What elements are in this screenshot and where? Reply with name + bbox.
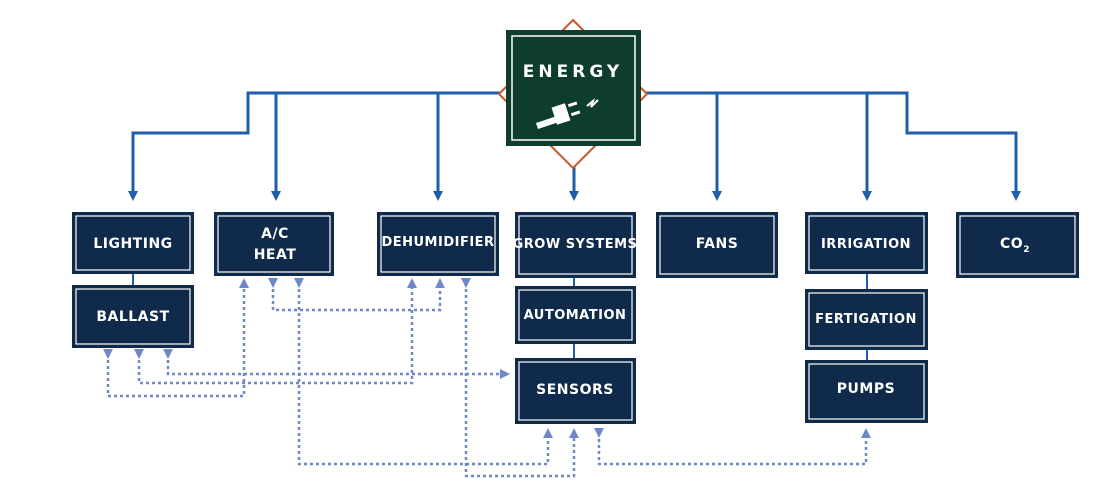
pumps-label: PUMPS (837, 381, 895, 397)
irrigation-label: IRRIGATION (821, 237, 911, 252)
sensor-link-lines (103, 278, 871, 478)
line-to-lighting (128, 91, 508, 201)
co2-subscript: 2 (1023, 245, 1030, 255)
lighting-label: LIGHTING (93, 236, 172, 252)
energy-title: ENERGY (523, 62, 623, 82)
fans-label: FANS (696, 236, 739, 252)
automation-label: AUTOMATION (524, 308, 627, 323)
ac-heat-box[interactable]: A/C HEAT (214, 212, 334, 276)
line-right-trunk (636, 91, 1021, 201)
ballast-label: BALLAST (96, 309, 169, 325)
ac-label: A/C (261, 226, 289, 242)
grow-systems-label: GROW SYSTEMS (513, 237, 638, 252)
heat-label: HEAT (254, 247, 297, 263)
fertigation-box[interactable]: FERTIGATION (805, 289, 928, 350)
irrigation-box[interactable]: IRRIGATION (805, 212, 928, 274)
stack-connectors (132, 274, 868, 360)
energy-box (506, 30, 641, 146)
lighting-box[interactable]: LIGHTING (72, 212, 194, 274)
pumps-box[interactable]: PUMPS (805, 360, 928, 423)
dehumidifier-label: DEHUMIDIFIER (381, 235, 494, 250)
energy-distribution-lines (128, 91, 1021, 201)
co2-label: CO2 (1000, 236, 1030, 255)
co2-main: CO (1000, 236, 1023, 252)
dehumidifier-box[interactable]: DEHUMIDIFIER (377, 212, 499, 276)
automation-box[interactable]: AUTOMATION (515, 286, 636, 344)
fertigation-label: FERTIGATION (815, 312, 917, 327)
power-plug-icon (536, 97, 599, 129)
grow-systems-box[interactable]: GROW SYSTEMS (513, 212, 638, 278)
ballast-box[interactable]: BALLAST (72, 285, 194, 348)
energy-node[interactable]: ENERGY (497, 18, 649, 170)
sensors-label: SENSORS (536, 382, 614, 398)
co2-box[interactable]: CO2 (956, 212, 1079, 278)
sensors-box[interactable]: SENSORS (515, 358, 636, 424)
fans-box[interactable]: FANS (656, 212, 778, 278)
